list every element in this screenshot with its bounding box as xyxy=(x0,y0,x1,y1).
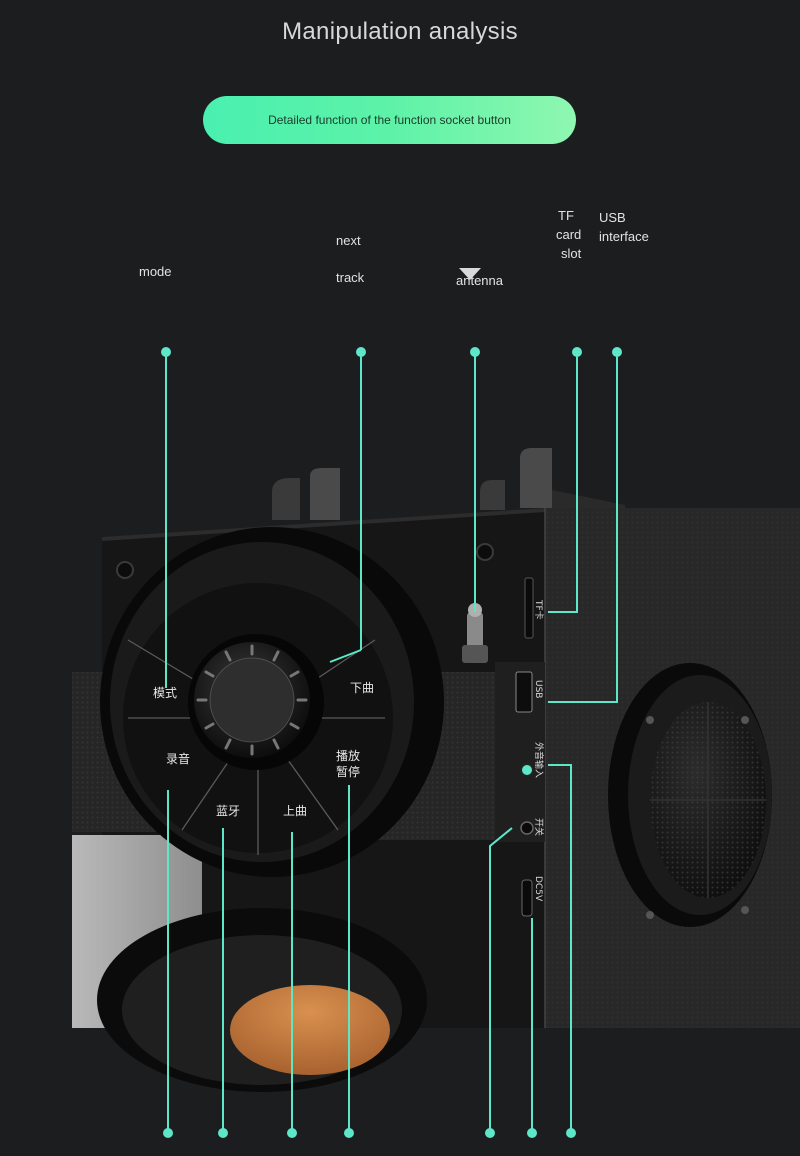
function-banner: Detailed function of the function socket… xyxy=(203,96,576,144)
label-tf-2: card xyxy=(556,227,582,242)
label-next: next xyxy=(336,233,361,248)
label-usb-1: USB xyxy=(599,210,626,225)
label-tf-1: TF xyxy=(558,208,574,223)
dial-label-next: 下曲 xyxy=(350,681,374,695)
aux-input-jack xyxy=(520,763,534,777)
side-label-usb: USB xyxy=(533,680,543,698)
tf-card-slot xyxy=(524,577,534,639)
side-label-tf: TF卡 xyxy=(533,599,545,620)
function-banner-text: Detailed function of the function socket… xyxy=(268,113,511,127)
label-mode: mode xyxy=(139,264,172,279)
dial-label-bluetooth: 蓝牙 xyxy=(216,804,240,818)
side-label-power: 开关 xyxy=(533,818,545,836)
page-title: Manipulation analysis xyxy=(282,18,518,45)
label-track: track xyxy=(336,270,365,285)
usb-port xyxy=(515,671,533,713)
dc-port xyxy=(521,879,533,917)
power-switch xyxy=(520,821,534,835)
label-tf-3: slot xyxy=(561,246,582,261)
side-speaker xyxy=(608,663,772,927)
side-label-dc: DC5V xyxy=(533,876,543,902)
antenna-marker-icon xyxy=(459,268,481,280)
callout-lines xyxy=(165,352,618,1133)
callout-dots xyxy=(161,347,622,1138)
antenna-knob xyxy=(462,603,488,663)
handle-left xyxy=(272,468,340,520)
dial-label-play-2: 暂停 xyxy=(336,764,360,779)
dial-label-mode: 模式 xyxy=(153,686,177,700)
label-usb-2: interface xyxy=(599,229,649,244)
side-label-aux: 外音输入 xyxy=(533,742,545,778)
control-dial xyxy=(100,527,444,877)
bottom-woofer xyxy=(97,908,427,1092)
screw-left xyxy=(116,561,134,579)
screw-right xyxy=(476,543,494,561)
dial-label-record: 录音 xyxy=(166,751,190,766)
dial-label-play-1: 播放 xyxy=(336,748,360,763)
dial-label-prev: 上曲 xyxy=(283,804,307,818)
